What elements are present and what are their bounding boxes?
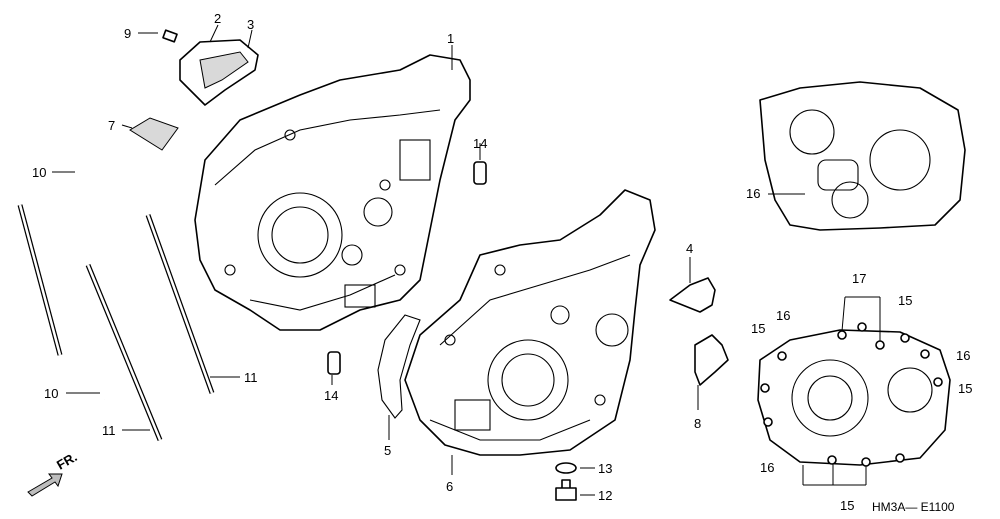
callout-5: 5	[384, 443, 391, 458]
callout-11-right: 11	[244, 370, 258, 385]
callout-15-right: 15	[958, 381, 972, 396]
callout-12: 12	[598, 488, 612, 503]
bracket-upper	[669, 277, 716, 313]
callout-16-right: 16	[956, 348, 970, 363]
callout-9: 9	[124, 26, 131, 41]
callout-17: 17	[852, 271, 866, 286]
callout-15-bottom: 15	[840, 498, 854, 513]
right-cover-gasket	[757, 322, 951, 467]
front-marker-label: FR.	[54, 449, 80, 472]
figure-code: HM3A— E1100	[872, 500, 955, 514]
callout-13: 13	[598, 461, 612, 476]
callout-7: 7	[108, 118, 115, 133]
bracket-lower	[694, 334, 729, 386]
guide-plate-assembly	[162, 29, 259, 106]
callout-8: 8	[694, 416, 701, 431]
callout-14-lower: 14	[324, 388, 338, 403]
callout-16-upper: 16	[746, 186, 760, 201]
callout-2: 2	[214, 11, 221, 26]
dowel-pin-lower	[327, 351, 341, 375]
left-cover-gasket	[759, 81, 966, 231]
callout-10-lower: 10	[44, 386, 58, 401]
drain-bolt	[555, 479, 577, 501]
callout-1: 1	[447, 31, 454, 46]
callout-16-left: 16	[776, 308, 790, 323]
sealing-washer	[555, 462, 577, 474]
callout-10-upper: 10	[32, 165, 46, 180]
leader-lines	[52, 24, 881, 496]
right-crankcase-half	[404, 189, 656, 456]
oil-strainer	[129, 117, 179, 151]
callout-4: 4	[686, 241, 693, 256]
crankcase-gasket	[377, 314, 421, 419]
stud-bolts	[17, 171, 215, 441]
callout-11-lower: 11	[102, 423, 116, 438]
callout-15-top-right: 15	[898, 293, 912, 308]
callout-16-lower: 16	[760, 460, 774, 475]
callout-3: 3	[247, 17, 254, 32]
callout-14-upper: 14	[473, 136, 487, 151]
callout-labels: 1 2 3 9 7 10 10 11 11 14 14 4 8 5 6 13 1…	[32, 11, 972, 513]
callout-6: 6	[446, 479, 453, 494]
front-direction-arrow: FR.	[27, 449, 80, 497]
left-crankcase-half	[194, 54, 471, 331]
callout-15-left: 15	[751, 321, 765, 336]
dowel-pin-upper	[473, 161, 487, 185]
